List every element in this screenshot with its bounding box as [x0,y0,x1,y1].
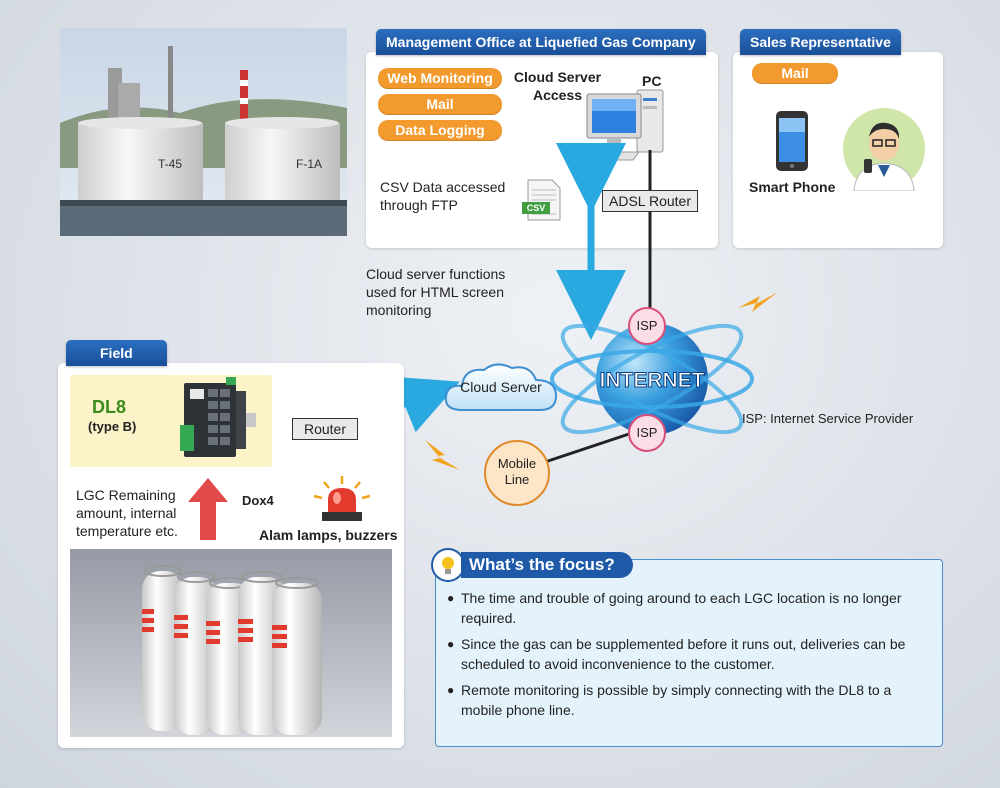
focus-item: The time and trouble of going around to … [447,588,927,628]
cloud-server-note: Cloud server functions used for HTML scr… [366,266,506,318]
dl8-type-label: (type B) [88,419,137,434]
smart-phone-label: Smart Phone [749,179,836,195]
focus-title: What’s the focus? [461,552,633,578]
field-tab: Field [66,340,167,366]
focus-list: The time and trouble of going around to … [447,588,927,726]
dox-label: Dox4 [242,493,274,508]
focus-item: Since the gas can be supplemented before… [447,634,927,674]
lgc-data-text: LGC Remaining amount, internal temperatu… [76,487,178,539]
csv-file-icon: CSV [522,179,561,221]
cloud-server-access-label: Cloud Server Access [513,69,602,103]
alarm-lamp-icon [313,476,371,521]
mobile-line-label: Mobile Line [497,456,537,487]
lightning-icon [425,440,460,470]
isp-top-circle: ISP [628,307,666,345]
gas-cylinders-illustration [70,549,392,737]
alarm-label: Alam lamps, buzzers [259,527,398,543]
management-office-tab: Management Office at Liquefied Gas Compa… [376,29,706,55]
data-logging-pill: Data Logging [378,120,502,141]
internet-globe: INTERNET [550,323,754,435]
tank-label-2: F-1A [296,157,322,171]
dl8-label: DL8 [92,397,127,417]
isp-bottom-circle: ISP [628,414,666,452]
lightbulb-icon [431,548,465,582]
lightbulb-glyph [442,557,454,574]
up-arrow-icon [188,478,228,540]
csv-icon-text: CSV [527,203,546,213]
isp-note: ISP: Internet Service Provider [742,411,914,426]
focus-item: Remote monitoring is possible by simply … [447,680,927,720]
lightning-icon [738,292,778,312]
smart-phone-icon [776,111,808,171]
csv-ftp-text: CSV Data accessed through FTP [380,179,506,213]
cloud-server-label: Cloud Server [460,379,542,395]
sales-rep-avatar [843,108,925,191]
tank-photo: T-45 F-1A [60,28,347,236]
mobile-isp-line [544,430,636,464]
sales-mail-pill: Mail [752,63,838,84]
tank-label-1: T-45 [158,157,182,171]
sales-representative-tab: Sales Representative [740,29,901,55]
pc-label: PC [642,73,662,89]
web-monitoring-pill: Web Monitoring [378,68,502,89]
mobile-line-circle: Mobile Line [484,440,550,506]
mail-pill: Mail [378,94,502,115]
internet-label: INTERNET [600,369,705,392]
cloud-server-icon [444,363,558,411]
dl8-device-icon [180,377,256,457]
router-box: Router [292,418,358,440]
